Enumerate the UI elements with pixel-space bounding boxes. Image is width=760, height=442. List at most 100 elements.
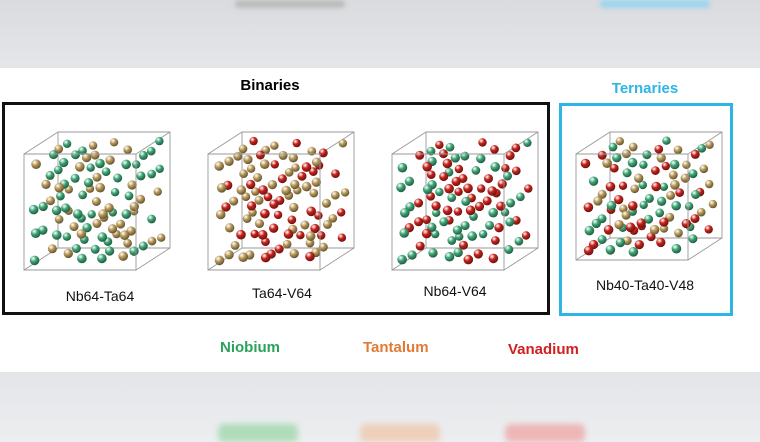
atom-nb: [638, 180, 647, 190]
atom-ta: [46, 196, 55, 206]
atom-ta: [75, 162, 85, 172]
atom-ta: [118, 251, 128, 261]
atom-nb: [500, 208, 510, 217]
atom-ta: [289, 202, 299, 213]
atom-ta: [670, 180, 680, 190]
atom-nb: [147, 214, 156, 224]
atom-ta: [278, 150, 288, 160]
atom-nb: [97, 253, 107, 264]
atom-nb: [121, 209, 132, 219]
atom-nb: [397, 254, 407, 265]
atom-v: [426, 191, 436, 201]
atom-ta: [91, 197, 101, 206]
atom-v: [414, 198, 424, 208]
atom-v: [488, 253, 499, 264]
atom-ta: [255, 219, 264, 229]
atom-v: [625, 222, 636, 233]
atom-ta: [630, 184, 640, 194]
atom-v: [435, 140, 444, 150]
atom-v: [618, 181, 628, 190]
atom-ta: [649, 224, 660, 235]
atom-nb: [591, 218, 601, 229]
atom-nb: [514, 236, 524, 246]
atom-v: [482, 196, 492, 206]
atom-v: [496, 201, 506, 211]
atom-nb: [104, 246, 115, 256]
atom-v: [628, 201, 638, 211]
atom-ta: [238, 144, 248, 154]
atom-v: [439, 172, 449, 182]
atom-v: [310, 223, 320, 234]
atom-nb: [400, 208, 410, 218]
legend-niobium: Niobium: [220, 339, 280, 356]
structure-label: Nb40-Ta40-V48: [595, 277, 695, 293]
blurred-bar: [600, 0, 710, 8]
atom-nb: [445, 142, 455, 152]
ternaries-heading: Ternaries: [611, 80, 679, 97]
atom-nb: [485, 220, 495, 230]
atom-v: [221, 202, 231, 212]
atom-v: [270, 160, 279, 169]
atom-nb: [639, 200, 648, 210]
atom-v: [453, 207, 463, 216]
atom-ta: [236, 185, 247, 195]
atom-ta: [90, 150, 100, 160]
atom-v: [305, 251, 315, 262]
atom-ta: [157, 233, 166, 242]
atom-nb: [29, 255, 40, 266]
atom-v: [318, 148, 328, 158]
atom-nb: [671, 243, 682, 254]
atom-v: [297, 171, 307, 181]
atom-v: [454, 187, 463, 196]
atom-v: [654, 144, 664, 154]
atom-nb: [697, 143, 707, 153]
atom-ta: [291, 163, 300, 172]
atom-nb: [155, 136, 164, 146]
atom-v: [511, 143, 521, 153]
atom-v: [308, 167, 318, 176]
atom-ta: [41, 179, 51, 189]
atom-nb: [608, 142, 618, 152]
atom-ta: [88, 141, 98, 150]
atom-v: [463, 183, 473, 194]
legend-tantalum: Tantalum: [363, 339, 429, 356]
structure-nb-ta: [23, 131, 171, 271]
atom-nb: [71, 150, 80, 160]
atom-ta: [307, 146, 317, 156]
atom-ta: [300, 220, 310, 230]
atom-ta: [305, 231, 316, 241]
atom-nb: [460, 221, 470, 231]
atom-nb: [490, 162, 500, 172]
atom-nb: [644, 214, 654, 224]
atom-nb: [124, 191, 134, 201]
atom-v: [269, 223, 279, 233]
atom-v: [501, 164, 510, 173]
atom-nb: [113, 173, 123, 183]
atom-nb: [38, 201, 48, 212]
atom-nb: [453, 247, 463, 258]
atom-v: [257, 230, 268, 240]
atom-nb: [83, 178, 94, 188]
atom-ta: [602, 158, 612, 168]
atom-nb: [655, 208, 665, 218]
atom-ta: [288, 153, 298, 163]
atom-v: [287, 215, 297, 225]
atom-nb: [28, 204, 39, 215]
atom-ta: [284, 167, 294, 177]
atom-v: [494, 223, 504, 233]
atom-nb: [428, 248, 438, 258]
atom-v: [465, 205, 476, 216]
atom-nb: [612, 153, 622, 163]
atom-v: [263, 192, 273, 202]
atom-ta: [282, 239, 292, 249]
atom-ta: [696, 207, 706, 217]
atom-nb: [101, 167, 111, 177]
atom-v: [451, 176, 461, 187]
atom-nb: [422, 184, 433, 195]
atom-nb: [605, 245, 616, 255]
atom-v: [426, 170, 436, 180]
atom-nb: [397, 162, 408, 173]
atom-nb: [688, 234, 698, 244]
atom-nb: [38, 225, 48, 235]
atom-ta: [289, 248, 299, 259]
